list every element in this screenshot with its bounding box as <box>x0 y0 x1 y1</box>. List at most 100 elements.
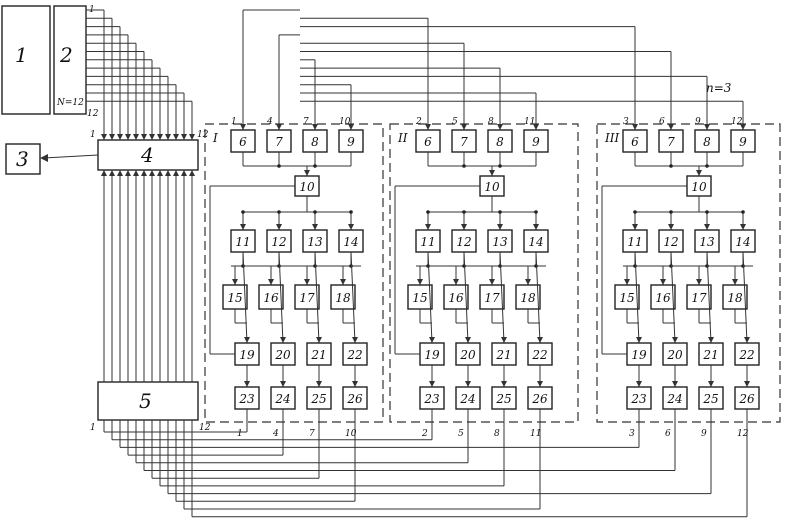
block-row3-15-label: 15 <box>619 291 634 305</box>
arrowhead <box>489 279 495 285</box>
input-label: 12 <box>731 117 743 127</box>
block-row3-18-label: 18 <box>520 291 536 305</box>
arrowhead <box>668 124 674 130</box>
junction-dot <box>498 264 502 268</box>
block-row3-15-label: 15 <box>227 291 242 305</box>
block-5-label: 5 <box>139 389 152 413</box>
arrowhead <box>501 337 507 343</box>
block-row5-26: 26 <box>735 387 759 409</box>
block-row5-25-label: 25 <box>702 392 718 406</box>
block-row4-22-label: 22 <box>738 348 754 362</box>
block-row5-23-label: 23 <box>630 392 647 406</box>
block-row4-20-label: 20 <box>274 348 291 362</box>
arrowhead <box>497 224 503 230</box>
block-row1-8-label: 8 <box>496 135 504 149</box>
arrowhead-3 <box>40 154 48 162</box>
arrowhead <box>316 381 322 387</box>
junction-dot <box>498 164 502 168</box>
block-row1-8: 8 <box>303 130 327 152</box>
arrowhead <box>244 381 250 387</box>
module-1: I147106789101112131415161718192312024421… <box>205 10 383 501</box>
module-frame <box>597 124 780 422</box>
block-row4-20: 20 <box>271 343 295 365</box>
block-row4-20: 20 <box>663 343 687 365</box>
arrowhead <box>304 170 310 176</box>
arrowhead <box>744 381 750 387</box>
block-row3-18-label: 18 <box>727 291 743 305</box>
input-label: 6 <box>659 117 665 127</box>
arrowhead <box>316 337 322 343</box>
arrowhead <box>125 170 131 176</box>
block-row1-9-label: 9 <box>532 135 540 149</box>
arrowhead <box>165 170 171 176</box>
block-row4-21-label: 21 <box>702 348 718 362</box>
block-row3-16: 16 <box>651 285 675 309</box>
block-row3-16-label: 16 <box>448 291 464 305</box>
block-row5-25-label: 25 <box>495 392 511 406</box>
block-row2-14: 14 <box>731 230 755 252</box>
block-row4-19: 19 <box>420 343 444 365</box>
arrowhead <box>340 279 346 285</box>
block-row5-24-label: 24 <box>666 392 682 406</box>
block-center-10: 10 <box>687 176 711 196</box>
arrowhead <box>704 224 710 230</box>
block-row2-12-label: 12 <box>456 235 471 249</box>
block-row4-20-label: 20 <box>459 348 476 362</box>
arrow-4-to-3 <box>44 155 98 158</box>
block-row3-15-label: 15 <box>412 291 427 305</box>
block-row1-8-label: 8 <box>311 135 319 149</box>
input-label: 1 <box>231 117 237 127</box>
input-label: 5 <box>452 117 458 127</box>
block-row2-14-label: 14 <box>528 235 543 249</box>
output-label: 5 <box>458 429 464 439</box>
arrowhead <box>497 124 503 130</box>
input-label: 9 <box>695 117 701 127</box>
block-row5-24: 24 <box>456 387 480 409</box>
arrowhead <box>352 337 358 343</box>
block-row1-7: 7 <box>267 130 291 152</box>
block-row1-9-label: 9 <box>739 135 747 149</box>
junction-dot <box>534 210 538 214</box>
block-row5-23: 23 <box>235 387 259 409</box>
block-row2-12: 12 <box>659 230 683 252</box>
block-row5-24-label: 24 <box>459 392 475 406</box>
arrowhead <box>489 170 495 176</box>
junction-dot <box>462 210 466 214</box>
arrowhead <box>636 337 642 343</box>
block-row1-9: 9 <box>339 130 363 152</box>
block-row2-12: 12 <box>267 230 291 252</box>
junction-dot <box>741 210 745 214</box>
output-label: 11 <box>530 429 541 439</box>
arrowhead <box>165 134 171 140</box>
block-row2-14-label: 14 <box>343 235 358 249</box>
arrowhead <box>461 224 467 230</box>
arrowhead <box>417 279 423 285</box>
block-row1-6: 6 <box>416 130 440 152</box>
module-numeral: I <box>212 131 218 145</box>
arrowhead <box>189 170 195 176</box>
block-row3-17-label: 17 <box>484 291 500 305</box>
arrowhead <box>672 381 678 387</box>
block-row2-12-label: 12 <box>271 235 286 249</box>
block-row3-16: 16 <box>444 285 468 309</box>
block-row4-21: 21 <box>307 343 331 365</box>
arrowhead <box>696 279 702 285</box>
block-row2-13: 13 <box>695 230 719 252</box>
block-row3-15: 15 <box>615 285 639 309</box>
input-label: 4 <box>266 117 273 127</box>
module-2: II25811678910111213141516171819232202452… <box>390 18 578 509</box>
block-row4-19-label: 19 <box>239 348 255 362</box>
block-row5-25: 25 <box>307 387 331 409</box>
block-row3-16: 16 <box>259 285 283 309</box>
arrowhead <box>149 170 155 176</box>
arrowhead <box>133 170 139 176</box>
arrowhead <box>141 170 147 176</box>
block-row4-21: 21 <box>492 343 516 365</box>
arrowhead <box>268 279 274 285</box>
input-label: 8 <box>488 117 494 127</box>
arrowhead <box>109 134 115 140</box>
block-row4-22: 22 <box>735 343 759 365</box>
block-row2-11: 11 <box>623 230 647 252</box>
arrowhead <box>537 381 543 387</box>
block-row1-8-label: 8 <box>703 135 711 149</box>
